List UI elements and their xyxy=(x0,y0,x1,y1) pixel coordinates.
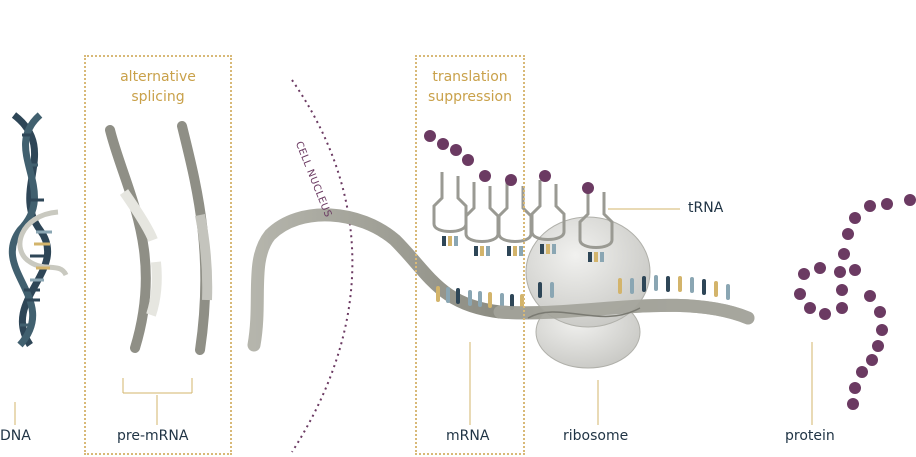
amino-acid-bead xyxy=(876,324,888,336)
amino-acid-bead xyxy=(539,170,551,182)
amino-acid-bead xyxy=(582,182,594,194)
pre-mrna-label: pre-mRNA xyxy=(117,428,189,444)
amino-acid-bead xyxy=(874,306,886,318)
mrna-label: mRNA xyxy=(446,428,490,444)
amino-acid-bead xyxy=(798,268,810,280)
dna-label: DNA xyxy=(0,428,31,444)
amino-acid-bead xyxy=(904,194,916,206)
amino-acid-bead xyxy=(881,198,893,210)
amino-acid-bead xyxy=(814,262,826,274)
dna-helix xyxy=(8,112,69,348)
amino-acid-bead xyxy=(866,354,878,366)
protein-label: protein xyxy=(785,428,835,444)
translation-suppression-line-1: translation xyxy=(432,69,508,85)
translation-suppression-box xyxy=(415,55,525,455)
translation-suppression-title: translation suppression xyxy=(415,67,525,107)
amino-acid-bead xyxy=(836,302,848,314)
amino-acid-bead xyxy=(819,308,831,320)
alternative-splicing-line-1: alternative xyxy=(120,69,196,85)
alternative-splicing-title: alternative splicing xyxy=(84,67,232,107)
amino-acid-bead xyxy=(450,144,462,156)
amino-acid-bead xyxy=(856,366,868,378)
alternative-splicing-box xyxy=(84,55,232,455)
label-leader-lines xyxy=(14,208,813,425)
amino-acid-bead xyxy=(794,288,806,300)
amino-acid-bead xyxy=(505,174,517,186)
ribosome-label: ribosome xyxy=(563,428,629,444)
amino-acid-bead xyxy=(834,266,846,278)
amino-acid-bead xyxy=(842,228,854,240)
trna-molecules xyxy=(432,172,614,262)
pre-mrna-strands xyxy=(105,121,213,355)
amino-acid-bead xyxy=(872,340,884,352)
trna-shape xyxy=(578,188,614,249)
translation-suppression-line-2: suppression xyxy=(428,89,512,105)
amino-acid-bead xyxy=(864,290,876,302)
cell-nucleus-boundary xyxy=(291,79,354,453)
amino-acid-bead xyxy=(462,154,474,166)
amino-acid-bead xyxy=(847,398,859,410)
ribosome-shape xyxy=(493,216,755,369)
alternative-splicing-line-2: splicing xyxy=(131,89,185,105)
amino-acid-bead xyxy=(479,170,491,182)
amino-acid-bead xyxy=(849,382,861,394)
amino-acid-bead xyxy=(804,302,816,314)
amino-acid-bead xyxy=(424,130,436,142)
trna-label: tRNA xyxy=(688,200,724,216)
amino-acid-bead xyxy=(838,248,850,260)
protein-beads xyxy=(424,130,916,410)
amino-acid-bead xyxy=(437,138,449,150)
amino-acid-bead xyxy=(849,264,861,276)
amino-acid-bead xyxy=(849,212,861,224)
trna-shape xyxy=(530,180,566,241)
amino-acid-bead xyxy=(836,284,848,296)
amino-acid-bead xyxy=(864,200,876,212)
